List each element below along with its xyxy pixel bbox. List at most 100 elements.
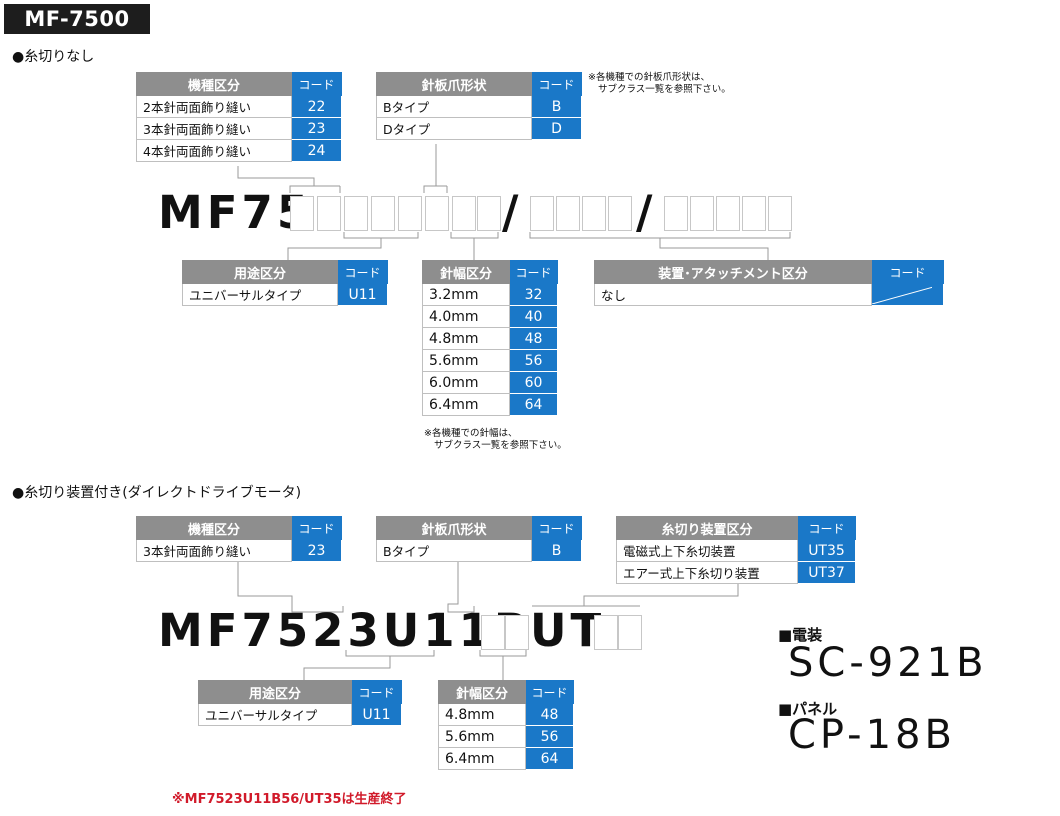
section-heading-with-trimmer: ●糸切り装置付き(ダイレクトドライブモータ) [12,485,302,501]
needle-gauge-table: 針幅区分 コード 3.2mm 32 4.0mm 40 4.8mm 48 5.6m… [422,260,558,416]
code-box [582,196,606,231]
table-cell-label: 4.0mm [422,305,510,328]
table-cell-code: 23 [291,539,342,562]
slash-separator: / [502,186,519,239]
table-cell-label: 4本針両面飾り縫い [136,139,292,162]
usage-table: 用途区分 コード ユニバーサルタイプ U11 [182,260,388,306]
code-box [716,196,740,231]
code-header: コード [797,516,856,540]
code-box [618,615,642,650]
table-cell-label: 5.6mm [438,725,526,748]
table-cell-code: 48 [509,327,558,350]
code-box [452,196,476,231]
table-cell-label: 3本針両面飾り縫い [136,539,292,562]
code-box [556,196,580,231]
table-cell-code: 23 [291,117,342,140]
table-cell-code: UT37 [797,561,856,584]
code-header: コード [531,516,582,540]
code-box [317,196,341,231]
gauge-note: ※各機種での針幅は、 サブクラス一覧を参照下さい。 [424,428,567,452]
table-cell-label: エアー式上下糸切り装置 [616,561,798,584]
electrical-label: ■電装 [778,626,823,644]
code-box [481,615,505,650]
model-code-trimmer-prefix: UT [530,604,606,657]
code-box [290,196,314,231]
page-title: MF-7500 [4,4,150,34]
code-header: コード [291,516,342,540]
table-cell-label: 電磁式上下糸切装置 [616,539,798,562]
code-header: コード [509,260,558,284]
code-box [768,196,792,231]
code-header: コード [531,72,582,96]
empty-code-cell [871,283,944,306]
code-box [530,196,554,231]
code-box [425,196,449,231]
table-cell-code: 22 [291,95,342,118]
panel-label: ■パネル [778,700,838,718]
code-box [344,196,368,231]
table-cell-label: 2本針両面飾り縫い [136,95,292,118]
code-box [477,196,501,231]
needle-gauge-table-2: 針幅区分 コード 4.8mm 48 5.6mm 56 6.4mm 64 [438,680,574,770]
machine-type-table: 機種区分 コード 2本針両面飾り縫い 22 3本針両面飾り縫い 23 4本針両面… [136,72,342,162]
needle-plate-table: 針板爪形状 コード Bタイプ B Dタイプ D [376,72,582,140]
machine-type-table-2: 機種区分 コード 3本針両面飾り縫い 23 [136,516,342,562]
code-box [398,196,422,231]
slash-separator: / [636,186,653,239]
table-cell-label: なし [594,283,872,306]
table-cell-code: U11 [337,283,388,306]
machine-type-header: 機種区分 [136,72,292,96]
note-line: ※各機種での針幅は、 [424,428,518,439]
code-header: コード [291,72,342,96]
code-box [505,615,529,650]
model-prefix: MF75 [158,186,313,239]
needle-plate-header: 針板爪形状 [376,72,532,96]
code-header: コード [525,680,574,704]
needle-gauge-header: 針幅区分 [422,260,510,284]
device-attachment-table: 装置･アタッチメント区分 コード なし [594,260,944,306]
table-cell-label: ユニバーサルタイプ [198,703,352,726]
code-header: コード [351,680,402,704]
table-cell-code: 24 [291,139,342,162]
note-line: ※各機種での針板爪形状は、 [588,72,710,83]
machine-type-header: 機種区分 [136,516,292,540]
table-cell-label: 6.4mm [422,393,510,416]
note-line: サブクラス一覧を参照下さい。 [598,84,731,95]
code-box [608,196,632,231]
electrical-model: SC-921B [788,640,988,686]
table-cell-label: ユニバーサルタイプ [182,283,338,306]
plate-note: ※各機種での針板爪形状は、 サブクラス一覧を参照下さい。 [588,72,731,96]
table-cell-code: 56 [525,725,574,748]
table-cell-label: 4.8mm [438,703,526,726]
code-box [742,196,766,231]
code-box [371,196,395,231]
table-cell-label: 5.6mm [422,349,510,372]
usage-header: 用途区分 [198,680,352,704]
model-code-fixed: MF7523U11B [158,604,533,657]
note-line: サブクラス一覧を参照下さい。 [434,440,567,451]
thread-trimmer-header: 糸切り装置区分 [616,516,798,540]
table-cell-code: D [531,117,582,140]
table-cell-code: 40 [509,305,558,328]
table-cell-label: Dタイプ [376,117,532,140]
code-header: コード [337,260,388,284]
thread-trimmer-table: 糸切り装置区分 コード 電磁式上下糸切装置 UT35 エアー式上下糸切り装置 U… [616,516,856,584]
discontinued-note: ※MF7523U11B56/UT35は生産終了 [172,792,407,807]
device-attachment-header: 装置･アタッチメント区分 [594,260,872,284]
table-cell-label: 6.4mm [438,747,526,770]
needle-gauge-header: 針幅区分 [438,680,526,704]
table-cell-code: B [531,539,582,562]
table-cell-label: Bタイプ [376,539,532,562]
code-box [690,196,714,231]
table-cell-code: 60 [509,371,558,394]
table-cell-code: 32 [509,283,558,306]
code-box [664,196,688,231]
table-cell-code: U11 [351,703,402,726]
code-header: コード [871,260,944,284]
section-heading-no-trimmer: ●糸切りなし [12,49,95,65]
table-cell-code: 64 [525,747,574,770]
usage-table-2: 用途区分 コード ユニバーサルタイプ U11 [198,680,402,726]
needle-plate-table-2: 針板爪形状 コード Bタイプ B [376,516,582,562]
